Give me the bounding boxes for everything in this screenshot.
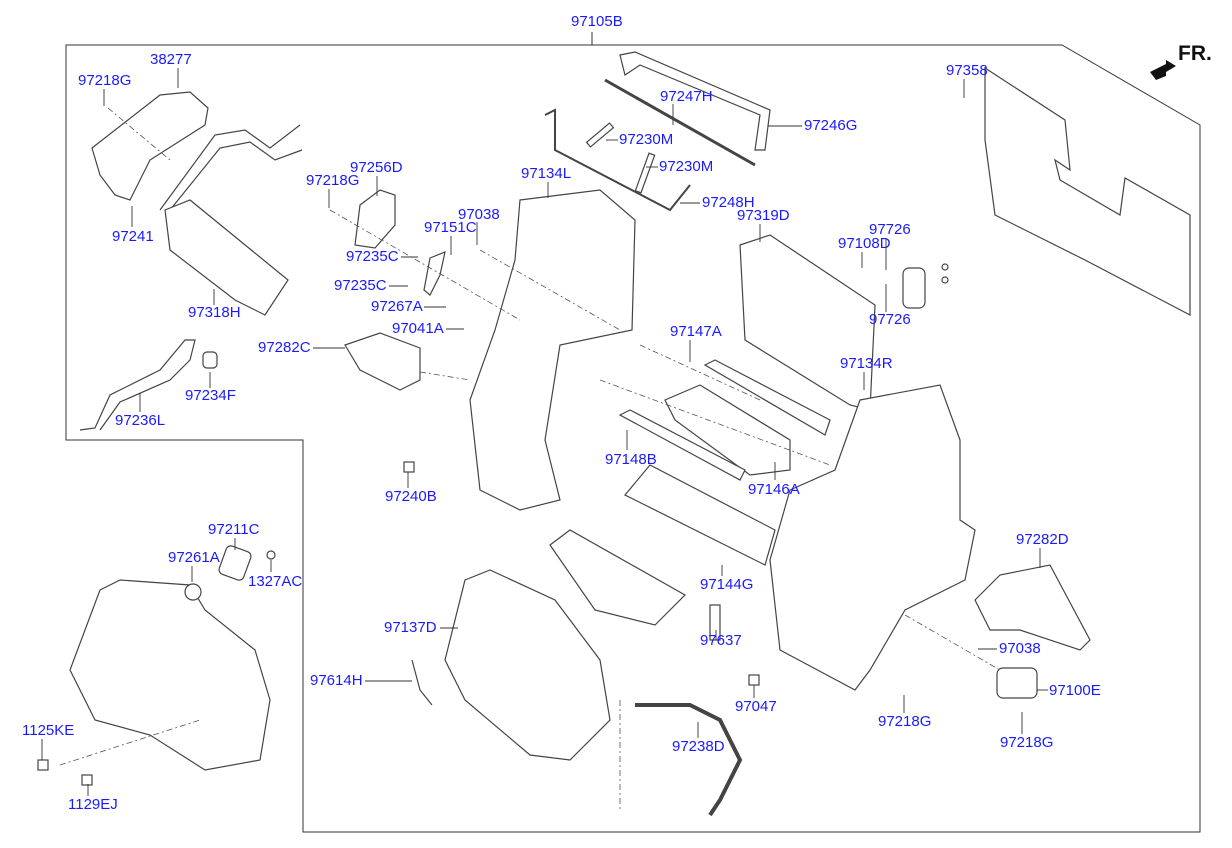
part-label[interactable]: 97144G — [700, 576, 754, 593]
part-label[interactable]: 97134R — [840, 355, 893, 372]
part-label[interactable]: 97038 — [458, 206, 500, 223]
part-label[interactable]: 97256D — [350, 159, 403, 176]
part-label[interactable]: 97134L — [521, 165, 572, 182]
part-label[interactable]: 97047 — [735, 698, 777, 715]
lower-case-shape — [444, 569, 611, 761]
part-label[interactable]: 97108D — [838, 235, 891, 252]
part-label[interactable]: 97234F — [185, 387, 236, 404]
part-label[interactable]: 97148B — [605, 451, 657, 468]
assembly-line — [904, 614, 1001, 671]
seal-strip-shape — [604, 78, 756, 167]
hose-shape — [79, 339, 196, 431]
actuator-right-shape — [996, 667, 1038, 699]
duct-left-shape — [344, 332, 421, 391]
part-label[interactable]: 97241 — [112, 228, 154, 245]
assembly-line — [479, 249, 621, 331]
part-label[interactable]: 97267A — [371, 298, 423, 315]
bolt2-shape — [81, 774, 93, 786]
filter-upper-shape — [703, 359, 831, 436]
assembly-line — [419, 371, 471, 381]
assembly-line — [599, 379, 831, 466]
part-label[interactable]: 97247H — [660, 88, 713, 105]
plug-shape — [202, 351, 218, 369]
drain-hose-shape — [635, 703, 743, 817]
part-label[interactable]: 97230M — [619, 131, 674, 148]
clip-shape — [403, 461, 415, 473]
duct-right-shape — [974, 564, 1091, 651]
part-label[interactable]: 97726 — [869, 311, 911, 328]
nut-shape — [266, 550, 276, 560]
part-label[interactable]: 97211C — [208, 521, 260, 538]
part-label[interactable]: 97236L — [115, 412, 166, 429]
assembly-line — [59, 719, 201, 766]
heater-core-shape — [164, 199, 289, 316]
part-label[interactable]: 1125KE — [22, 722, 75, 739]
tray-shape — [549, 529, 686, 626]
front-arrow-icon — [1150, 60, 1176, 80]
part-label[interactable]: 97726 — [869, 221, 911, 238]
part-label[interactable]: 1327AC — [248, 573, 303, 590]
part-label[interactable]: 97230M — [659, 158, 714, 175]
part-label[interactable]: 38277 — [150, 51, 192, 68]
door-shape — [624, 464, 776, 566]
bolt1-shape — [37, 759, 49, 771]
part-label[interactable]: 97151C — [424, 219, 477, 236]
assembly-label[interactable]: 97105B — [571, 13, 623, 30]
part-label[interactable]: 97282D — [1016, 531, 1069, 548]
heater-pipes-shape — [159, 124, 303, 211]
part-label[interactable]: 97100E — [1049, 682, 1101, 699]
gasket-shape — [902, 267, 926, 309]
insulator-shape — [984, 66, 1191, 316]
part-label[interactable]: 97235C — [334, 277, 387, 294]
heater-cover-shape — [91, 91, 209, 201]
seal-piece2-shape — [634, 152, 656, 194]
part-label[interactable]: 97240B — [385, 488, 437, 505]
front-orientation-label: FR. — [1178, 42, 1212, 65]
part-label[interactable]: 97218G — [1000, 734, 1054, 751]
part-label[interactable]: 97261A — [168, 549, 220, 566]
actuator-small-shape — [184, 583, 202, 601]
part-label[interactable]: 97319D — [737, 207, 790, 224]
part-label[interactable]: 97041A — [392, 320, 444, 337]
seal-piece-shape — [585, 122, 615, 148]
actuator-cover-shape — [354, 189, 396, 249]
part-label[interactable]: 97147A — [670, 323, 722, 340]
plate-shape — [218, 545, 252, 581]
filter-frame-shape — [619, 51, 771, 151]
part-label[interactable]: 97137D — [384, 619, 437, 636]
part-label[interactable]: 97218G — [78, 72, 132, 89]
part-label[interactable]: 97637 — [700, 632, 742, 649]
bracket-shape — [709, 604, 721, 641]
part-label[interactable]: 97282C — [258, 339, 311, 356]
part-label[interactable]: 97238D — [672, 738, 725, 755]
oring-top-shape — [941, 263, 949, 271]
case-left-shape — [469, 189, 636, 511]
assembly-boundary-frame — [65, 44, 1201, 833]
blower-shape — [664, 384, 791, 476]
part-label[interactable]: 97218G — [306, 172, 360, 189]
part-label[interactable]: 97218G — [878, 713, 932, 730]
oring-bottom-shape — [941, 276, 949, 284]
part-label[interactable]: 97146A — [748, 481, 800, 498]
part-label[interactable]: 97038 — [999, 640, 1041, 657]
lever-shape — [423, 251, 446, 296]
case-right-shape — [769, 384, 976, 691]
seal-bottom-shape — [544, 108, 691, 212]
assembly-line — [639, 344, 761, 401]
part-label[interactable]: 97318H — [188, 304, 241, 321]
assembled-unit-shape — [69, 579, 271, 771]
part-label[interactable]: 97358 — [946, 62, 988, 79]
part-label[interactable]: 97248H — [702, 194, 755, 211]
part-label[interactable]: 97246G — [804, 117, 858, 134]
filter-lower-shape — [618, 409, 746, 481]
part-label[interactable]: 1129EJ — [68, 796, 118, 813]
part-label[interactable]: 97614H — [310, 672, 363, 689]
assembly-line — [329, 209, 521, 321]
sensor-wire-shape — [411, 659, 433, 706]
clip2-shape — [748, 674, 760, 686]
part-label[interactable]: 97235C — [346, 248, 399, 265]
